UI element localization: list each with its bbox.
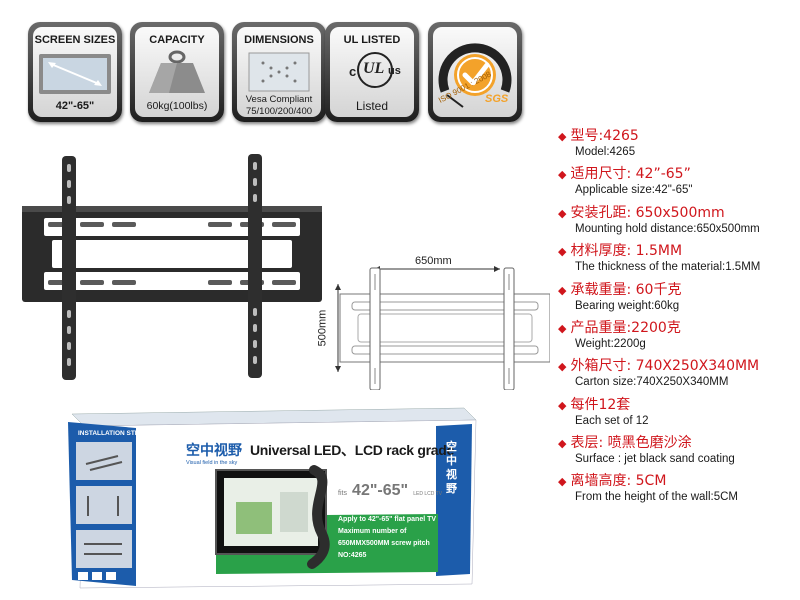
- box-line1: Apply to 42"-65" flat panel TV: [338, 516, 437, 523]
- width-label: 650mm: [415, 255, 452, 267]
- brand-logo: 空中视野 Visual field in the sky: [186, 443, 242, 466]
- spec-size: ◆适用尺寸: 42”-65” Applicable size:42"-65": [558, 166, 693, 196]
- spec-carton-size: ◆外箱尺寸: 740X250X340MM Carton size:740X250…: [558, 358, 760, 388]
- spec-model: ◆型号:4265 Model:4265: [558, 128, 639, 158]
- spec-weight: ◆产品重量:2200克 Weight:2200g: [558, 320, 681, 350]
- spec-bearing-weight: ◆承载重量: 60千克 Bearing weight:60kg: [558, 282, 682, 312]
- spec-thickness: ◆材料厚度: 1.5MM The thickness of the materi…: [558, 243, 761, 273]
- bracket-arm-right: [248, 154, 262, 378]
- badge-title: DIMENSIONS: [244, 34, 314, 46]
- badge-iso-sgs: ISO 9001 : 2008 SGS: [428, 22, 522, 122]
- diamond-bullet-icon: ◆: [558, 437, 567, 450]
- box-headline: Universal LED、LCD rack grade: [250, 442, 455, 458]
- dimension-diagram: 650mm 500mm: [316, 250, 550, 390]
- iso-seal-icon: [438, 43, 512, 108]
- diamond-bullet-icon: ◆: [558, 245, 567, 258]
- badge-sub: Listed: [355, 99, 389, 113]
- vesa-pattern-icon: [248, 52, 310, 92]
- diamond-bullet-icon: ◆: [558, 322, 567, 335]
- ul-logo-icon: c UL us: [349, 52, 401, 90]
- spec-wall-height: ◆离墙高度: 5CM From the height of the wall:5…: [558, 473, 738, 503]
- box-side-brand: 空中视野: [446, 440, 457, 495]
- diamond-bullet-icon: ◆: [558, 475, 567, 488]
- box-model: NO:4265: [338, 552, 367, 559]
- wall-bracket-photo: [22, 154, 322, 380]
- badge-dimensions: DIMENSIONS Vesa Compliant 75/100/200/400: [232, 22, 326, 122]
- spec-hole-distance: ◆安装孔距: 650x500mm Mounting hold distance:…: [558, 205, 760, 235]
- badge-capacity: CAPACITY 60kg(100lbs): [130, 22, 224, 122]
- box-size: fits 42"-65" LED LCD TV: [338, 482, 443, 499]
- bracket-arm-left: [62, 156, 76, 380]
- badge-sub2: 75/100/200/400: [245, 106, 313, 117]
- diamond-bullet-icon: ◆: [558, 130, 567, 143]
- badge-sub: Vesa Compliant: [245, 94, 313, 105]
- badge-sub: 42"-65": [55, 100, 95, 112]
- installation-steps-label: INSTALLATION STEPS: [78, 430, 148, 437]
- badge-ul-listed: UL LISTED c UL us Listed: [325, 22, 419, 122]
- badge-title: SCREEN SIZES: [34, 34, 116, 46]
- badge-sub: 60kg(100lbs): [146, 100, 208, 112]
- product-box: INSTALLATION STEPS 空中视野 Visual field in …: [66, 404, 478, 590]
- weight-icon: [149, 50, 205, 93]
- diamond-bullet-icon: ◆: [558, 207, 567, 220]
- spec-set-count: ◆每件12套 Each set of 12: [558, 397, 649, 427]
- spec-surface: ◆表层: 喷黑色磨沙涂 Surface : jet black sand coa…: [558, 435, 735, 465]
- diamond-bullet-icon: ◆: [558, 284, 567, 297]
- height-label: 500mm: [316, 309, 329, 347]
- box-line3: 650MMX500MM screw pitch: [338, 540, 430, 547]
- box-line2: Maximum number of: [338, 528, 407, 535]
- badge-title: UL LISTED: [343, 34, 401, 46]
- badge-title: CAPACITY: [149, 34, 205, 46]
- diamond-bullet-icon: ◆: [558, 360, 567, 373]
- diamond-bullet-icon: ◆: [558, 168, 567, 181]
- screen-icon: [39, 54, 111, 94]
- badge-screen-sizes: SCREEN SIZES 42"-65": [28, 22, 122, 122]
- diamond-bullet-icon: ◆: [558, 399, 567, 412]
- seal-brand: SGS: [485, 93, 509, 105]
